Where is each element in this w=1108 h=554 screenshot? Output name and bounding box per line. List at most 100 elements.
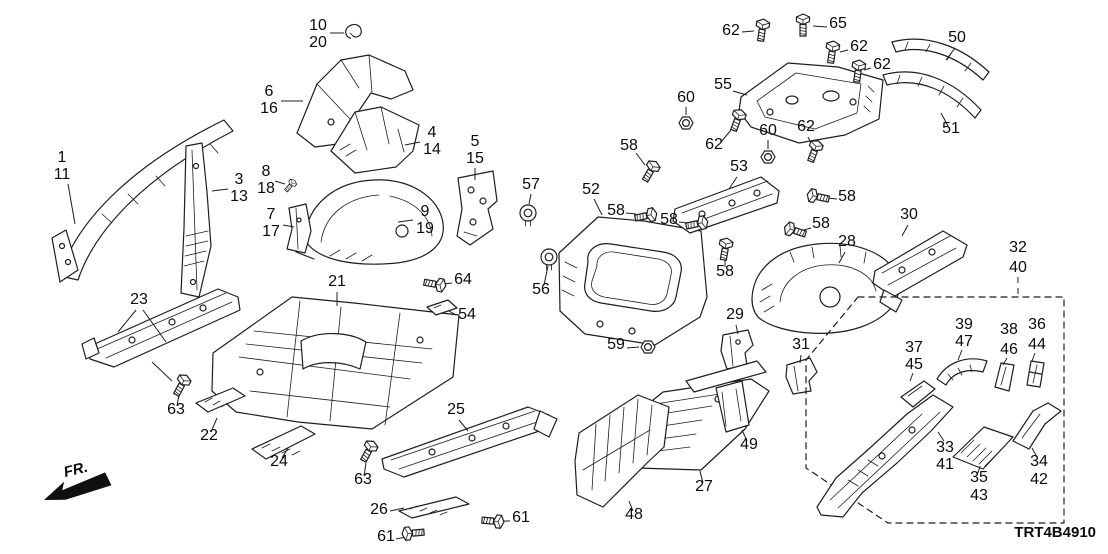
callout-59: 59 [607,336,625,353]
leader-line [1031,352,1036,362]
callout-58: 58 [620,137,638,154]
part-39-47-curved-bracket [936,358,988,386]
callout-13: 13 [230,188,248,205]
part-54-pad [426,299,458,316]
leader-line [363,462,367,477]
callout-6: 6 [265,83,274,100]
callout-57: 57 [522,176,540,193]
leader-line [397,219,414,223]
callout-38: 38 [1000,321,1018,338]
nut-icon [760,150,776,164]
callout-27: 27 [695,478,713,495]
callout-18: 18 [257,180,275,197]
callout-26: 26 [370,501,388,518]
callout-4: 4 [428,124,437,141]
leader-lines [67,25,1038,540]
callout-62: 62 [850,38,868,55]
leader-line [142,309,167,343]
part-23-side-sill-rail [81,288,241,368]
callout-48: 48 [625,506,643,523]
callout-32: 32 [1009,239,1027,256]
callout-51: 51 [942,120,960,137]
callout-10: 10 [309,17,327,34]
leader-line [901,224,909,237]
callout-49: 49 [740,436,758,453]
callout-16: 16 [260,100,278,117]
callout-5: 5 [471,133,480,150]
callout-46: 46 [1000,341,1018,358]
parts-line-art [51,38,1065,524]
fr-arrow-icon [44,472,112,500]
callout-9: 9 [421,203,430,220]
callout-11: 11 [54,166,71,183]
callout-53: 53 [730,158,748,175]
callout-19: 19 [416,220,434,237]
leader-line [803,227,812,231]
leader-line [281,447,289,459]
callout-60: 60 [677,89,695,106]
callout-62: 62 [705,136,723,153]
callout-65: 65 [829,15,847,32]
callout-30: 30 [900,206,918,223]
leader-line [282,224,295,228]
callout-23: 23 [130,291,148,308]
nut-icon [678,116,694,130]
leader-line [1002,357,1008,366]
part-51-stiffener-strip [882,71,982,119]
callout-24: 24 [270,453,288,470]
callout-39: 39 [955,316,973,333]
callout-61: 61 [377,528,395,545]
callout-41: 41 [936,456,954,473]
leader-line [909,372,914,382]
part-26-strip [398,496,470,519]
part-31-bracket [785,357,818,395]
leader-line [543,265,549,286]
part-36-44-clip-bracket [1026,360,1045,388]
leader-line [699,470,704,484]
callout-58: 58 [716,263,734,280]
nut-icon [640,340,656,354]
callout-8: 8 [262,163,271,180]
leader-line [458,419,469,432]
leader-line [957,349,963,361]
leader-line [448,310,457,316]
leader-line [735,324,739,335]
part-37-45-bracket [900,380,936,408]
callout-43: 43 [970,487,988,504]
leader-line [741,30,755,33]
callout-58: 58 [607,202,625,219]
part-48-rear-panel-lower [574,394,670,508]
callout-54: 54 [458,306,476,323]
leader-line [838,251,846,264]
callout-14: 14 [423,141,441,158]
part-50-stiffener-strip [891,38,990,81]
group-32-40-dashed-outline [805,296,1065,524]
part-24-bracket [251,425,316,460]
part-30-rear-crossmember [872,230,968,313]
leader-line [812,25,828,28]
callout-62: 62 [722,22,740,39]
part-25-side-sill-rail [381,406,558,478]
part-29-bracket [720,329,754,370]
callout-7: 7 [267,206,276,223]
part-1-11-front-pillar-stiffener [51,119,234,283]
part-9-19-wheelhouse-inner [295,179,444,265]
leader-line [728,176,738,190]
callout-62: 62 [797,118,815,135]
leader-line [799,354,802,364]
leader-line [1031,447,1038,458]
leader-line [937,431,945,442]
callout-55: 55 [714,76,732,93]
callout-61: 61 [512,509,530,526]
leader-line [626,346,640,349]
part-33-41-rear-frame-rail [816,394,954,518]
callout-20: 20 [309,34,327,51]
callout-58: 58 [660,211,678,228]
part-5-15-gusset-plate [456,170,498,246]
callout-52: 52 [582,181,600,198]
leader-line [741,429,748,442]
callout-63: 63 [354,471,372,488]
leader-line [863,67,872,71]
